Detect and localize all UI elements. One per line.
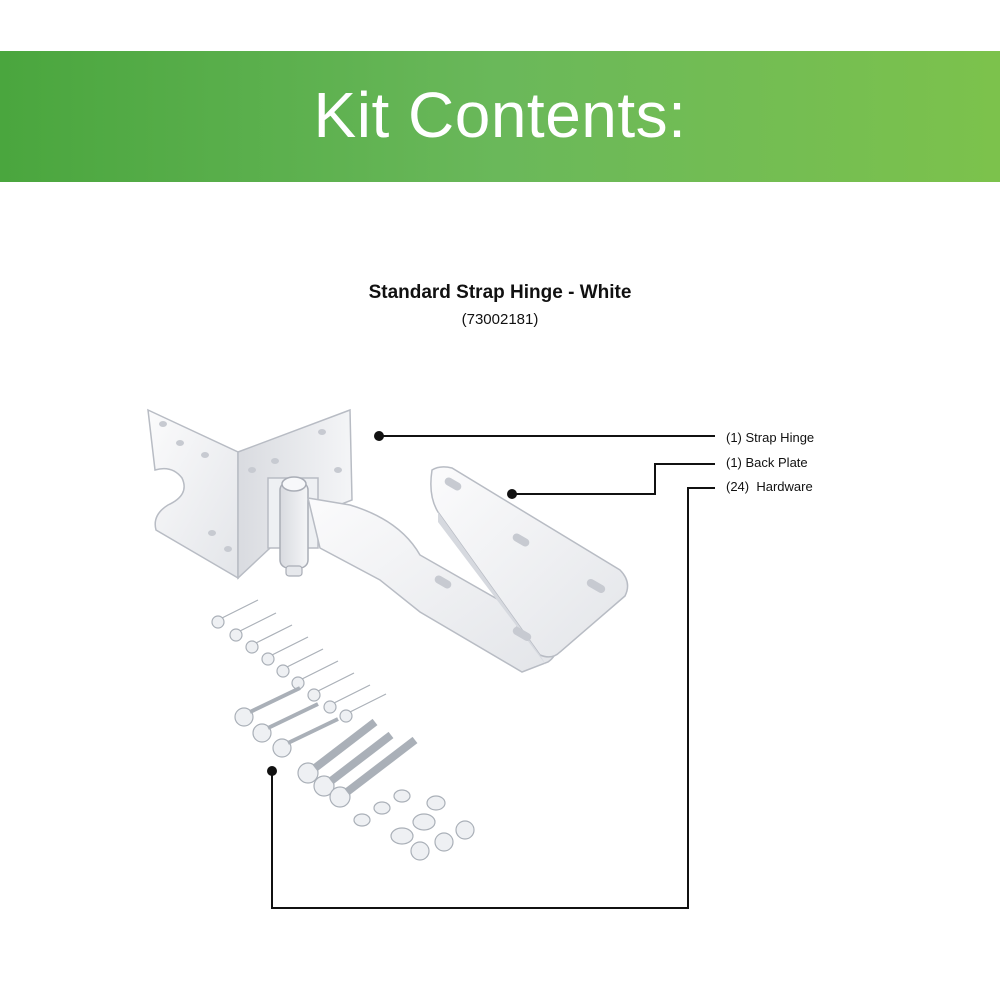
lag-screws [234,686,339,758]
callout-back-plate: (1) Back Plate [726,455,808,470]
leader-back-plate [512,463,715,495]
product-sku: (73002181) [461,311,539,328]
leader-hardware [271,487,715,909]
hardware-illustration [211,599,475,861]
callout-leaders [267,431,715,909]
back-plate-illustration [430,466,629,665]
nuts-washers [353,789,446,845]
small-screws [211,599,387,723]
hinge-barrel [279,481,309,569]
carriage-bolts [297,718,418,808]
kit-contents-banner: Kit Contents: [0,51,1000,182]
callout-strap-hinge: (1) Strap Hinge [726,430,815,445]
acorn-caps [410,820,475,861]
banner-title: Kit Contents: [313,78,687,151]
strap-hinge-illustration [147,408,558,673]
callout-hardware: (24) Hardware [726,479,813,494]
product-title: Standard Strap Hinge - White [368,282,632,303]
hinge-left-plate [147,408,239,580]
